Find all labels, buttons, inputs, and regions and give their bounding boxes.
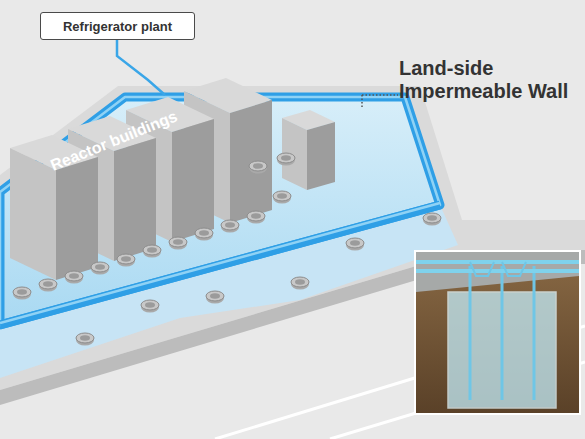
inset-frame bbox=[414, 250, 581, 415]
well-cylinder bbox=[141, 300, 159, 313]
wall-callout: Land-side Impermeable Wall bbox=[399, 57, 581, 103]
well-cylinder bbox=[195, 228, 213, 241]
wall-highlight bbox=[0, 203, 440, 323]
well-cylinder bbox=[273, 191, 291, 204]
well-cylinder bbox=[206, 291, 224, 304]
inset-cutaway bbox=[416, 252, 579, 413]
well-cylinder bbox=[221, 220, 239, 233]
header-pipe bbox=[416, 260, 579, 264]
well-cylinder bbox=[13, 287, 31, 300]
building-side bbox=[56, 157, 98, 280]
impermeable-wall-front bbox=[0, 205, 440, 325]
well-cylinder bbox=[39, 279, 57, 292]
header-pipe bbox=[416, 269, 579, 273]
well-cylinder bbox=[346, 238, 364, 251]
well-cylinder bbox=[91, 262, 109, 275]
building-side bbox=[230, 100, 272, 223]
freeze-pipe bbox=[533, 266, 536, 400]
freeze-pipe bbox=[501, 266, 504, 400]
well-cylinder bbox=[76, 333, 94, 346]
well-cylinder bbox=[169, 237, 187, 250]
well-cylinder bbox=[143, 245, 161, 258]
well-cylinder bbox=[291, 277, 309, 290]
building-side bbox=[172, 119, 214, 242]
pipe-loop bbox=[470, 262, 494, 276]
building-front bbox=[10, 148, 56, 280]
soil bbox=[416, 252, 579, 413]
building-side bbox=[307, 122, 335, 190]
well-cylinder bbox=[249, 161, 267, 174]
box-label: Refrigerator plant bbox=[63, 19, 172, 34]
well-cylinder bbox=[247, 211, 265, 224]
coolant-pipe bbox=[117, 40, 165, 95]
leader-line bbox=[362, 94, 398, 96]
ground-surface bbox=[416, 252, 579, 292]
leader-line bbox=[361, 95, 363, 108]
well-cylinder bbox=[277, 153, 295, 166]
well-cylinder bbox=[65, 271, 83, 284]
equipment-box: Refrigerator plant bbox=[40, 12, 195, 40]
well-cylinder bbox=[423, 213, 441, 226]
freeze-pipe bbox=[469, 266, 472, 400]
pipe-loop bbox=[502, 262, 526, 276]
building-side bbox=[114, 138, 156, 261]
well-cylinder bbox=[117, 254, 135, 267]
